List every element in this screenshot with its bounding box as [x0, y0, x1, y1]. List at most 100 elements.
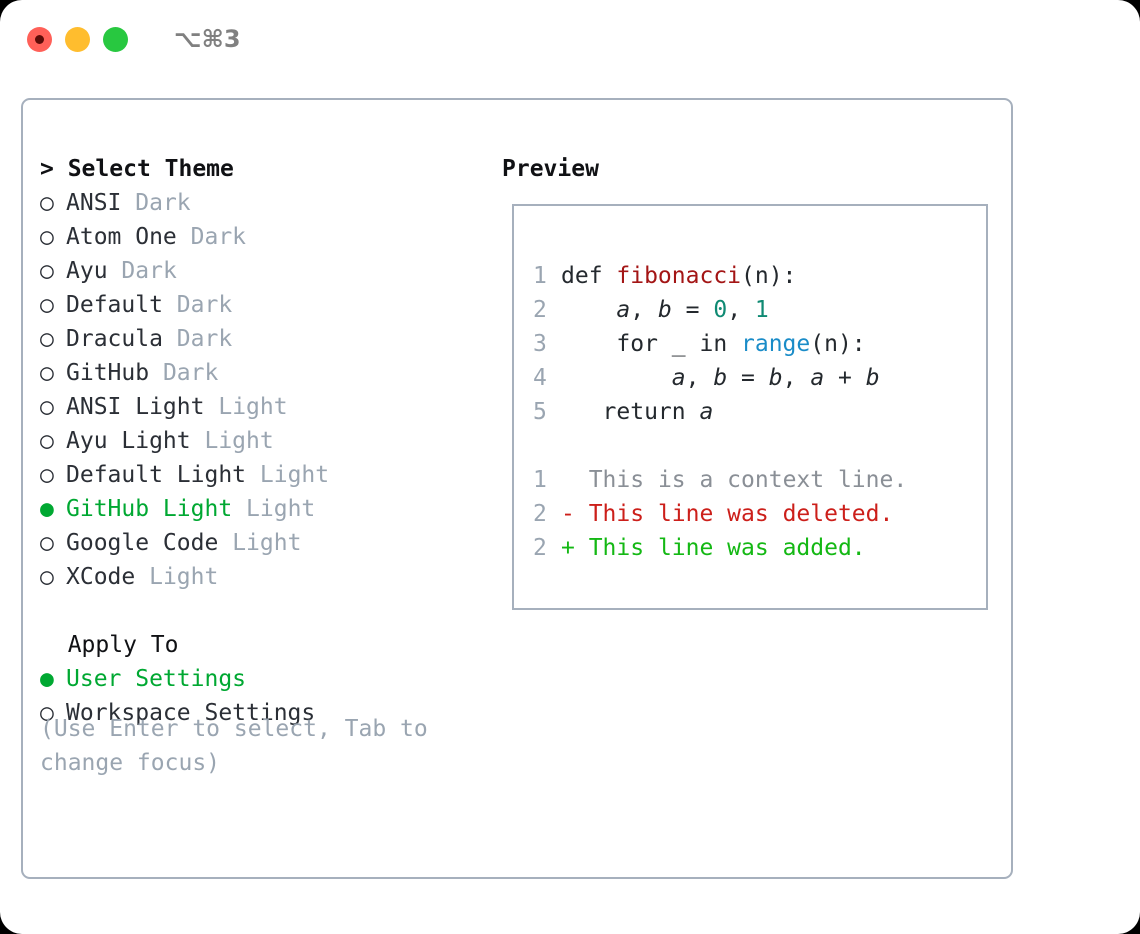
theme-list-item[interactable]: ○Ayu Dark: [40, 254, 470, 288]
code-token: [561, 297, 616, 323]
theme-variant-tag: Light: [259, 462, 330, 488]
theme-variant-tag: Dark: [176, 326, 233, 352]
diff-marker: [561, 467, 575, 493]
maximize-button[interactable]: [103, 26, 128, 52]
radio-unselected-icon: ○: [40, 326, 54, 352]
code-token: ,: [630, 297, 658, 323]
code-token: def: [561, 263, 617, 289]
code-token: b: [657, 297, 672, 323]
window-controls: [27, 26, 128, 52]
diff-marker: +: [561, 535, 575, 561]
radio-selected-icon: ●: [40, 496, 54, 522]
theme-selector-column: > Select Theme ○ANSI Dark○Atom One Dark○…: [40, 152, 470, 730]
select-theme-header: > Select Theme: [40, 152, 470, 186]
minimize-button[interactable]: [65, 26, 90, 52]
keyboard-hint-text: (Use Enter to select, Tab to change focu…: [40, 716, 442, 776]
preview-title: Preview: [502, 156, 599, 182]
diff-marker: -: [561, 501, 575, 527]
theme-list-item[interactable]: ○ANSI Light Light: [40, 390, 470, 424]
radio-unselected-icon: ○: [40, 428, 54, 454]
line-number: 3: [533, 331, 547, 357]
apply-to-label: Workspace Settings: [66, 700, 316, 726]
code-token: range: [741, 331, 811, 357]
select-theme-header-label: Select Theme: [67, 156, 234, 182]
diff-text: This line was added.: [574, 535, 866, 561]
radio-selected-icon: ●: [40, 666, 54, 692]
theme-variant-tag: Dark: [190, 224, 247, 250]
theme-list-item[interactable]: ○Google Code Light: [40, 526, 470, 560]
space: [177, 224, 191, 250]
theme-name: Ayu Light: [66, 428, 191, 454]
space: [163, 292, 177, 318]
diff-line: 2+ This line was added.: [533, 531, 973, 565]
radio-unselected-icon: ○: [40, 224, 54, 250]
theme-variant-tag: Dark: [135, 190, 191, 216]
theme-list-item[interactable]: ○Default Dark: [40, 288, 470, 322]
theme-list: ○ANSI Dark○Atom One Dark○Ayu Dark○Defaul…: [40, 186, 470, 594]
theme-list-item[interactable]: ○ANSI Dark: [40, 186, 470, 220]
space: [108, 258, 122, 284]
theme-list-item[interactable]: ●GitHub Light Light: [40, 492, 470, 526]
diff-line: 2- This line was deleted.: [533, 497, 973, 531]
theme-name: Atom One: [66, 224, 177, 250]
code-token: 1: [754, 297, 769, 323]
theme-list-item[interactable]: ○ Atom One Dark: [40, 220, 470, 254]
theme-variant-tag: Light: [232, 530, 302, 556]
theme-list-item[interactable]: ○ Ayu Light Light: [40, 424, 470, 458]
space: [163, 326, 177, 352]
theme-name: ANSI: [66, 190, 122, 216]
theme-name: Dracula: [66, 326, 163, 352]
diff-line: 1 This is a context line.: [533, 463, 973, 497]
keyboard-shortcut-label: ⌥⌘3: [174, 25, 241, 53]
line-number: 1: [533, 263, 547, 289]
theme-variant-tag: Light: [246, 496, 316, 522]
code-token: =: [727, 365, 769, 391]
theme-list-item[interactable]: ○ Dracula Dark: [40, 322, 470, 356]
code-token: b: [865, 365, 880, 391]
code-token: ,: [727, 297, 755, 323]
code-line: 3 for _ in range(n):: [533, 327, 973, 361]
radio-unselected-icon: ○: [40, 700, 54, 726]
apply-to-item[interactable]: ○ Workspace Settings: [40, 696, 470, 730]
theme-name: ANSI Light: [66, 394, 205, 420]
apply-to-item[interactable]: ●User Settings: [40, 662, 470, 696]
theme-name: Default: [66, 292, 163, 318]
main-panel: > Select Theme ○ANSI Dark○Atom One Dark○…: [21, 98, 1013, 879]
line-number: 2: [533, 501, 547, 527]
theme-variant-tag: Light: [204, 428, 274, 454]
theme-list-item[interactable]: ○GitHub Dark: [40, 356, 470, 390]
title-bar: ⌥⌘3: [0, 0, 1140, 78]
diff-text: This line was deleted.: [574, 501, 894, 527]
apply-to-list: ●User Settings ○ Workspace Settings: [40, 662, 470, 730]
theme-list-item[interactable]: ○Default Light Light: [40, 458, 470, 492]
line-number: 1: [533, 467, 547, 493]
focus-caret: >: [40, 156, 68, 182]
code-token: b: [768, 365, 783, 391]
radio-unselected-icon: ○: [40, 258, 54, 284]
code-token: 0: [713, 297, 728, 323]
code-token: return: [561, 399, 700, 425]
spacer-row: [40, 594, 470, 628]
line-number: 4: [533, 365, 547, 391]
space: [218, 530, 232, 556]
line-number: 5: [533, 399, 547, 425]
space: [246, 462, 260, 488]
code-token: a: [671, 365, 686, 391]
line-number: 2: [533, 297, 547, 323]
code-token: for _ in: [561, 331, 742, 357]
theme-name: GitHub: [66, 360, 150, 386]
diff-text: This is a context line.: [574, 467, 908, 493]
radio-unselected-icon: ○: [40, 462, 54, 488]
radio-unselected-icon: ○: [40, 394, 54, 420]
close-button[interactable]: [27, 26, 52, 52]
theme-variant-tag: Dark: [121, 258, 177, 284]
code-token: [561, 365, 672, 391]
theme-list-item[interactable]: ○XCode Light: [40, 560, 470, 594]
theme-name: XCode: [66, 564, 136, 590]
code-token: =: [671, 297, 714, 323]
space: [204, 394, 218, 420]
code-token: +: [824, 365, 866, 391]
